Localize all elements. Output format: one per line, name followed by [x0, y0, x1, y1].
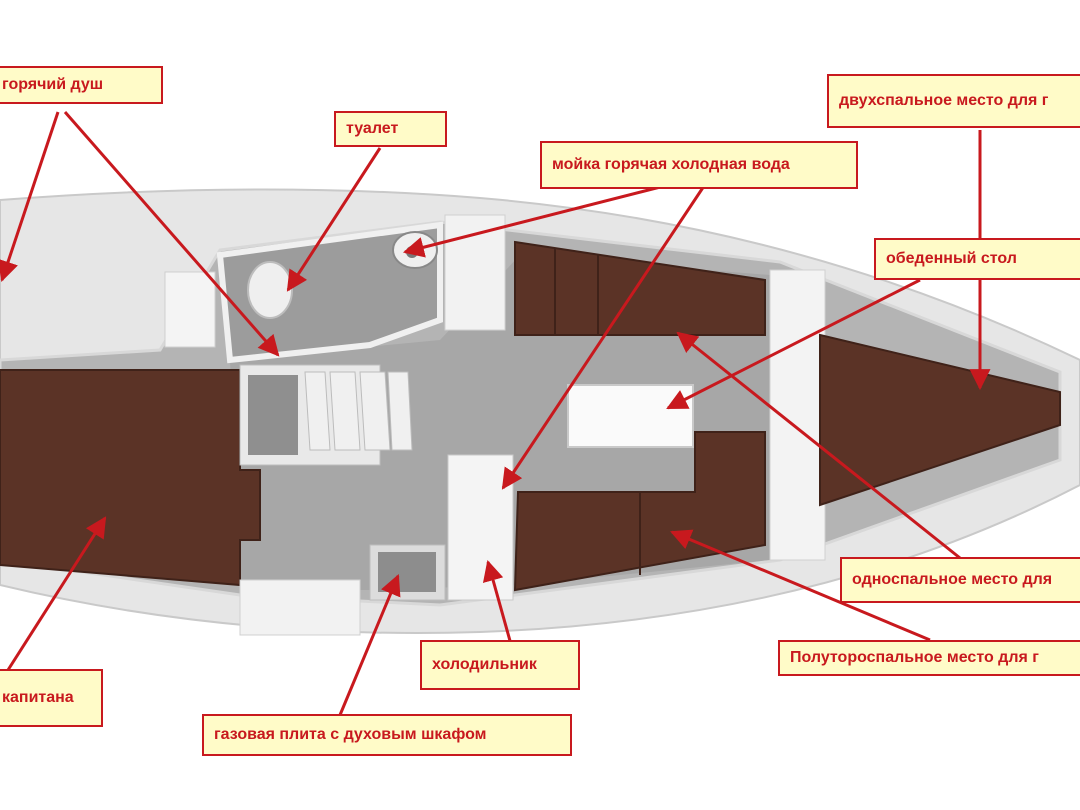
- label-single-berth: односпальное место для: [840, 557, 1080, 603]
- arrow-fridge: [482, 559, 514, 649]
- arrow-toilet: [286, 147, 382, 292]
- arrow-fridge-upper: [501, 179, 710, 490]
- bulkhead-post: [444, 214, 506, 331]
- companionway-locker: [248, 375, 298, 455]
- label-stove: газовая плита с духовым шкафом: [202, 714, 572, 756]
- bulkhead-forward: [769, 269, 826, 561]
- arrow-shower: [63, 111, 280, 357]
- label-one-and-half-berth: Полутороспальное место для г: [778, 640, 1080, 676]
- label-dining-table: обеденный стол: [874, 238, 1080, 280]
- toilet-bowl: [247, 261, 293, 319]
- arrow-dining-table: [666, 278, 921, 410]
- label-fridge: холодильник: [420, 640, 580, 690]
- label-captain: капитана: [0, 669, 103, 727]
- label-double-berth: двухспальное место для г: [827, 74, 1080, 128]
- heads-compartment: [216, 221, 443, 364]
- fridge-unit: [447, 454, 514, 601]
- arrow-one-and-half-berth: [670, 529, 931, 642]
- arrow-captain: [6, 516, 107, 671]
- label-hot-shower: горячий душ: [0, 66, 163, 104]
- port-settee: [514, 240, 766, 336]
- arrow-single-berth: [676, 331, 966, 564]
- stove-top: [378, 552, 436, 592]
- aft-berth: [0, 369, 261, 587]
- dining-table: [567, 384, 694, 448]
- label-toilet: туалет: [334, 111, 447, 147]
- arrow-stove: [338, 574, 401, 716]
- arrow-shower-left: [0, 111, 60, 282]
- arrow-sink: [402, 178, 689, 258]
- label-sink: мойка горячая холодная вода: [540, 141, 858, 189]
- companionway-steps: [304, 371, 413, 451]
- aft-bulkhead-low: [239, 579, 361, 636]
- aft-locker: [164, 271, 216, 348]
